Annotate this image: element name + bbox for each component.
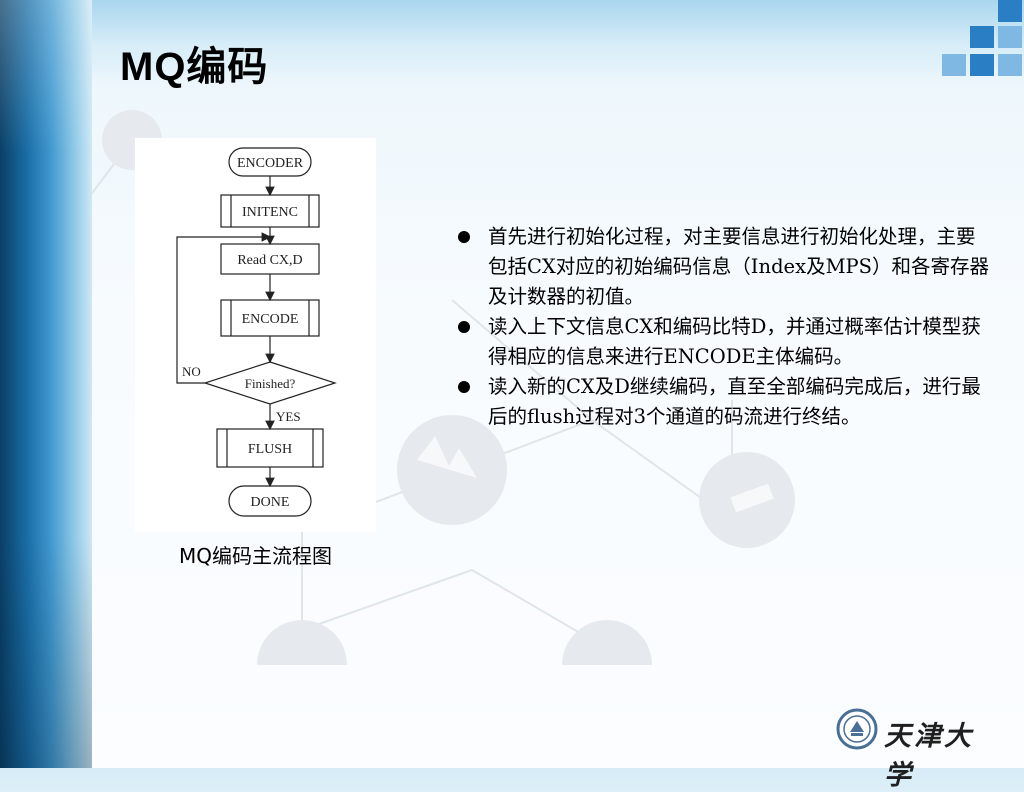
flow-yes-label: YES <box>276 409 301 424</box>
flow-read-label: Read CX,D <box>237 253 302 268</box>
university-logo-text: 天津大学 <box>884 721 974 791</box>
flow-encode-label: ENCODE <box>242 312 299 327</box>
bullet-dot-icon <box>458 321 470 333</box>
header-squares-decoration <box>940 0 1024 78</box>
bullet-text: 读入上下文信息CX和编码比特D，并通过概率估计模型获得相应的信息来进行ENCOD… <box>488 315 981 368</box>
bullet-text: 首先进行初始化过程，对主要信息进行初始化处理，主要包括CX对应的初始编码信息（I… <box>488 225 990 308</box>
left-gradient-bar <box>0 0 92 768</box>
flow-decision-label: Finished? <box>245 376 296 391</box>
university-seal-icon <box>836 708 878 750</box>
flow-start-label: ENCODER <box>237 156 304 171</box>
bullet-dot-icon <box>458 231 470 243</box>
mq-flowchart: ENCODER INITENC Read CX,D ENCODE Finishe… <box>176 147 337 517</box>
flowchart-panel: ENCODER INITENC Read CX,D ENCODE Finishe… <box>135 138 376 532</box>
bullet-item: 首先进行初始化过程，对主要信息进行初始化处理，主要包括CX对应的初始编码信息（I… <box>456 222 992 312</box>
bullet-item: 读入新的CX及D继续编码，直至全部编码完成后，进行最后的flush过程对3个通道… <box>456 372 992 432</box>
university-logo: 天津大学 <box>836 706 996 791</box>
flow-end-label: DONE <box>251 495 290 510</box>
bullet-text: 读入新的CX及D继续编码，直至全部编码完成后，进行最后的flush过程对3个通道… <box>488 375 981 428</box>
flow-no-label: NO <box>182 364 201 379</box>
bullet-item: 读入上下文信息CX和编码比特D，并通过概率估计模型获得相应的信息来进行ENCOD… <box>456 312 992 372</box>
bullet-list: 首先进行初始化过程，对主要信息进行初始化处理，主要包括CX对应的初始编码信息（I… <box>456 222 992 432</box>
bullet-dot-icon <box>458 381 470 393</box>
slide-title: MQ编码 <box>120 45 269 89</box>
flow-init-label: INITENC <box>242 205 298 220</box>
top-header-band <box>92 0 1024 78</box>
flow-end-node <box>228 485 312 517</box>
flow-flush-label: FLUSH <box>248 442 292 457</box>
background-network-decoration <box>92 110 795 665</box>
flowchart-caption: MQ编码主流程图 <box>179 544 332 568</box>
